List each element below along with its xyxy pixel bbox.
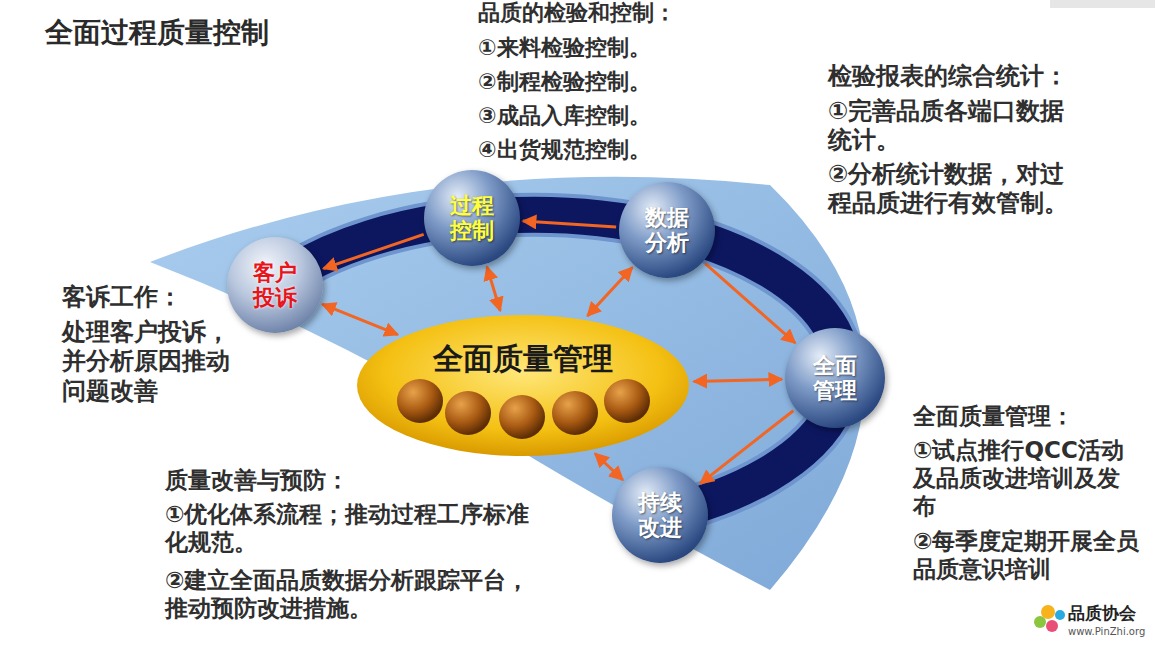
callout-text: 全面质量管理： [913,402,1074,430]
callout-text: ②建立全面品质数据分析跟踪平台，推动预防改进措施。 [165,566,540,622]
callout-text: ②制程检验控制。 [478,69,651,96]
callout-text: 检验报表的综合统计： [828,62,1068,91]
watermark: www.PinZhi.org [1068,626,1145,638]
connector-arrow [323,234,423,268]
brown-oval [397,379,443,423]
process-circle: 客户投诉 [227,237,323,333]
connector-arrow [705,264,795,343]
ring-edge [275,215,843,515]
connector-arrow [322,304,398,335]
callout-text: ④出货规范控制。 [478,137,651,164]
brown-oval [552,391,598,435]
connector-arrow [595,454,623,481]
brown-oval [499,395,545,439]
process-circle: 过程控制 [424,170,520,266]
callout-text: ①优化体系流程；推动过程工序标准化规范。 [165,500,540,556]
center-ellipse: 全面质量管理 [355,313,691,458]
callout-text: ①来料检验控制。 [478,35,651,62]
corner-bar [1050,0,1155,8]
watermark: 品质协会 [1068,603,1136,624]
callout-text: 处理客户投诉，并分析原因推动问题改善 [62,318,252,406]
diagram-title: 全面过程质量控制 [45,16,269,50]
callout-text: ②分析统计数据，对过程品质进行有效管制。 [828,160,1080,219]
node-text: 过程控制 [449,193,495,244]
node-text: 全面质量管理 [433,339,613,380]
callout-text: 质量改善与预防： [165,466,349,494]
connector-arrow [487,267,500,311]
connector-arrow [523,221,616,227]
process-circle: 全面管理 [785,328,885,428]
ellipse-shape [355,313,691,458]
callout-text: ①试点推行QCC活动及品质改进培训及发布 [913,436,1141,520]
connector-arrow [700,411,793,484]
process-circle: 数据分析 [619,182,715,278]
brown-oval [445,391,491,435]
connector-arrow [587,267,632,316]
ring-band [275,215,843,515]
callout-text: 客诉工作： [62,283,182,312]
node-text: 客户投诉 [252,260,298,311]
watermark-flower [1034,605,1065,632]
node-text: 全面管理 [812,353,858,404]
node-text: 持续改进 [637,490,683,541]
node-text: 数据分析 [644,205,690,256]
callout-text: 品质的检验和控制： [478,0,676,27]
callout-text: ③成品入库控制。 [478,103,651,130]
connector-arrow [694,379,782,381]
callout-text: ①完善品质各端口数据统计。 [828,97,1080,156]
brown-oval [604,379,650,423]
callout-text: ②每季度定期开展全员品质意识培训 [913,527,1141,583]
process-circle: 持续改进 [612,467,708,563]
